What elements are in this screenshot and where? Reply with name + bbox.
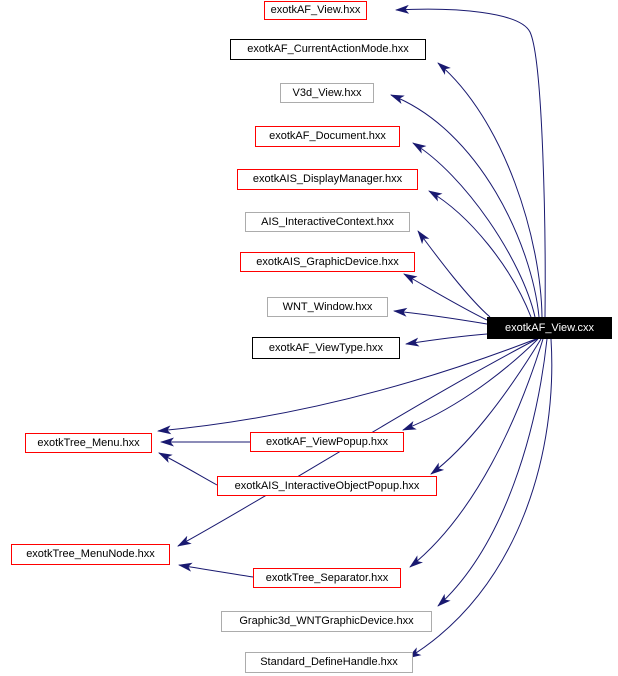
node-Standard_DefineHandle_hxx[interactable]: Standard_DefineHandle.hxx — [245, 652, 413, 673]
edge-exotkAF_View_cxx--WNT_Window_hxx — [393, 307, 488, 325]
node-exotkTree_Separator_hxx[interactable]: exotkTree_Separator.hxx — [253, 568, 401, 588]
edge-exotkAF_View_cxx--exotkTree_Menu_hxx — [157, 338, 537, 435]
node-exotkAF_View_cxx[interactable]: exotkAF_View.cxx — [487, 317, 612, 339]
node-label: WNT_Window.hxx — [282, 300, 373, 313]
node-label: exotkAF_View.hxx — [270, 4, 361, 16]
node-AIS_InteractiveContext_hxx[interactable]: AIS_InteractiveContext.hxx — [245, 212, 410, 232]
node-label: exotkAIS_InteractiveObjectPopup.hxx — [234, 479, 420, 492]
node-label: exotkAF_ViewType.hxx — [268, 341, 384, 354]
node-label: exotkAIS_DisplayManager.hxx — [252, 173, 403, 185]
edge-exotkAF_View_cxx--exotkAIS_GraphicDevice_hxx — [403, 273, 488, 321]
node-exotkAIS_DisplayManager_hxx[interactable]: exotkAIS_DisplayManager.hxx — [237, 169, 418, 190]
edge-exotkAF_View_cxx--exotkTree_Separator_hxx — [409, 338, 544, 568]
node-exotkAF_ViewPopup_hxx[interactable]: exotkAF_ViewPopup.hxx — [250, 432, 404, 452]
node-WNT_Window_hxx[interactable]: WNT_Window.hxx — [267, 297, 388, 317]
node-label: exotkAIS_GraphicDevice.hxx — [256, 255, 399, 268]
node-exotkTree_Menu_hxx[interactable]: exotkTree_Menu.hxx — [25, 433, 152, 453]
edge-exotkAF_View_cxx--Standard_DefineHandle_hxx — [407, 338, 553, 659]
node-exotkTree_MenuNode_hxx[interactable]: exotkTree_MenuNode.hxx — [11, 544, 170, 565]
node-exotkAF_CurrentActionMode_hxx[interactable]: exotkAF_CurrentActionMode.hxx — [230, 39, 426, 60]
node-exotkAF_ViewType_hxx[interactable]: exotkAF_ViewType.hxx — [252, 337, 400, 359]
edge-exotkAF_View_cxx--Graphic3d_WNTGraphicDevice_hxx — [437, 338, 548, 607]
node-label: exotkTree_MenuNode.hxx — [26, 548, 155, 560]
node-label: exotkAF_ViewPopup.hxx — [265, 435, 389, 448]
edge-exotkAF_View_cxx--exotkAF_CurrentActionMode_hxx — [437, 62, 543, 318]
node-Graphic3d_WNTGraphicDevice_hxx[interactable]: Graphic3d_WNTGraphicDevice.hxx — [221, 611, 432, 632]
node-label: exotkAF_View.cxx — [504, 321, 595, 334]
node-label: Graphic3d_WNTGraphicDevice.hxx — [239, 615, 414, 627]
node-label: AIS_InteractiveContext.hxx — [261, 215, 394, 228]
node-exotkAIS_GraphicDevice_hxx[interactable]: exotkAIS_GraphicDevice.hxx — [240, 252, 415, 272]
edge-exotkAF_View_cxx--V3d_View_hxx — [390, 94, 540, 318]
node-exotkAF_View_hxx[interactable]: exotkAF_View.hxx — [264, 1, 367, 20]
node-label: exotkTree_Menu.hxx — [37, 436, 140, 449]
edge-exotkAF_View_cxx--exotkAF_Document_hxx — [412, 142, 536, 318]
node-V3d_View_hxx[interactable]: V3d_View.hxx — [280, 83, 374, 103]
node-label: exotkAF_CurrentActionMode.hxx — [247, 43, 409, 55]
edge-exotkAF_View_cxx--exotkAIS_InteractiveObjectPopup_hxx — [430, 338, 542, 475]
edge-exotkAF_View_cxx--exotkAF_ViewType_hxx — [405, 333, 488, 347]
node-exotkAF_Document_hxx[interactable]: exotkAF_Document.hxx — [255, 126, 400, 147]
edge-exotkAIS_InteractiveObjectPopup_hxx--exotkTree_Menu_hxx — [158, 452, 218, 486]
node-label: exotkAF_Document.hxx — [269, 130, 386, 142]
edge-exotkAF_View_cxx--exotkAF_ViewPopup_hxx — [402, 338, 539, 431]
edge-exotkAF_View_cxx--AIS_InteractiveContext_hxx — [417, 230, 491, 318]
node-label: V3d_View.hxx — [292, 86, 362, 99]
node-label: Standard_DefineHandle.hxx — [260, 656, 398, 668]
node-label: exotkTree_Separator.hxx — [265, 571, 389, 584]
edge-exotkTree_Separator_hxx--exotkTree_MenuNode_hxx — [178, 562, 254, 578]
edge-exotkAF_View_cxx--exotkAF_View_hxx — [395, 4, 546, 318]
edge-exotkAF_View_cxx--exotkAIS_DisplayManager_hxx — [428, 190, 532, 318]
node-exotkAIS_InteractiveObjectPopup_hxx[interactable]: exotkAIS_InteractiveObjectPopup.hxx — [217, 476, 437, 496]
